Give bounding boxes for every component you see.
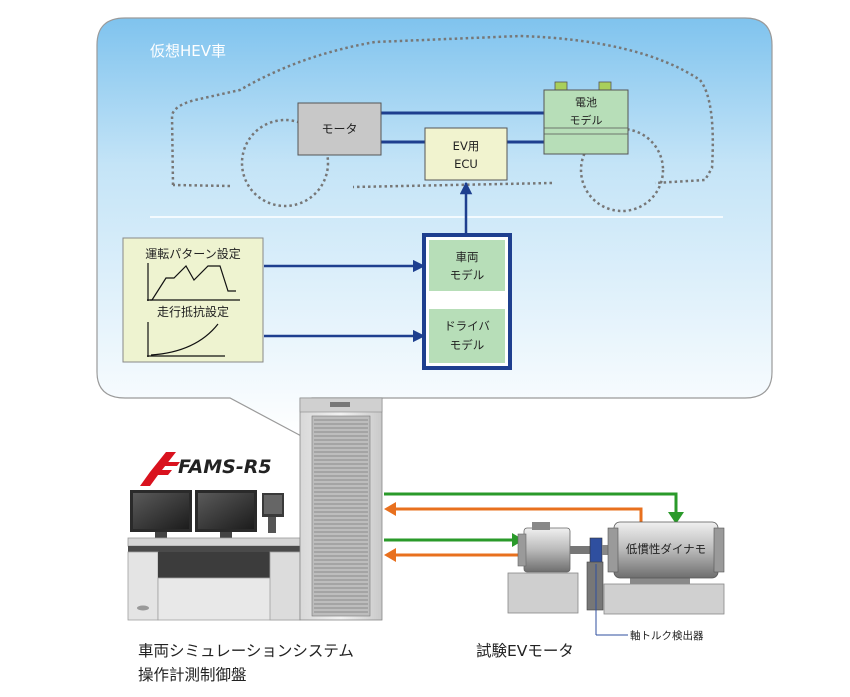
driver-model-label-2: モデル — [450, 338, 485, 352]
battery-label-2: モデル — [570, 113, 603, 127]
vehicle-model-label-1: 車両 — [456, 250, 479, 264]
driver-model-label-1: ドライバ — [444, 319, 490, 333]
battery-label-1: 電池 — [575, 96, 597, 109]
driving-pattern-graph — [150, 265, 236, 301]
battery-model — [543, 81, 629, 155]
model-group — [422, 233, 512, 370]
torque-sensor-label: 軸トルク検出器 — [630, 629, 704, 642]
green-arrow-top — [384, 492, 678, 514]
ecu-label-1: EV用 — [453, 139, 480, 153]
dynamometer-label: 低慣性ダイナモ — [626, 542, 706, 556]
driving-pattern-label: 運転パターン設定 — [145, 246, 240, 261]
road-resistance-label: 走行抵抗設定 — [157, 304, 229, 319]
torque-sensor — [586, 537, 628, 636]
fams-logo-text: FAMS-R5 — [178, 456, 272, 478]
rack-cabinet — [299, 397, 383, 621]
fams-logo-mark — [140, 452, 180, 486]
control-console — [127, 490, 301, 621]
test-motor-caption: 試験EVモータ — [476, 642, 574, 660]
console-caption-2: 操作計測制御盤 — [138, 666, 247, 684]
vehicle-signal-lines — [381, 111, 544, 144]
console-caption-1: 車両シミュレーションシステム — [138, 642, 354, 660]
feedback-arrows — [384, 492, 684, 562]
test-ev-motor — [507, 522, 590, 614]
orange-arrow-top — [394, 507, 643, 526]
low-inertia-dynamometer — [603, 521, 725, 615]
motor-label: モータ — [321, 122, 357, 136]
vehicle-model-label-2: モデル — [450, 268, 485, 282]
bubble-title: 仮想HEV車 — [150, 42, 226, 60]
speech-bubble — [96, 17, 773, 439]
road-resistance-curve — [150, 323, 219, 356]
ecu-label-2: ECU — [454, 157, 478, 171]
motor-box — [297, 102, 382, 156]
ecu-box — [424, 127, 508, 181]
